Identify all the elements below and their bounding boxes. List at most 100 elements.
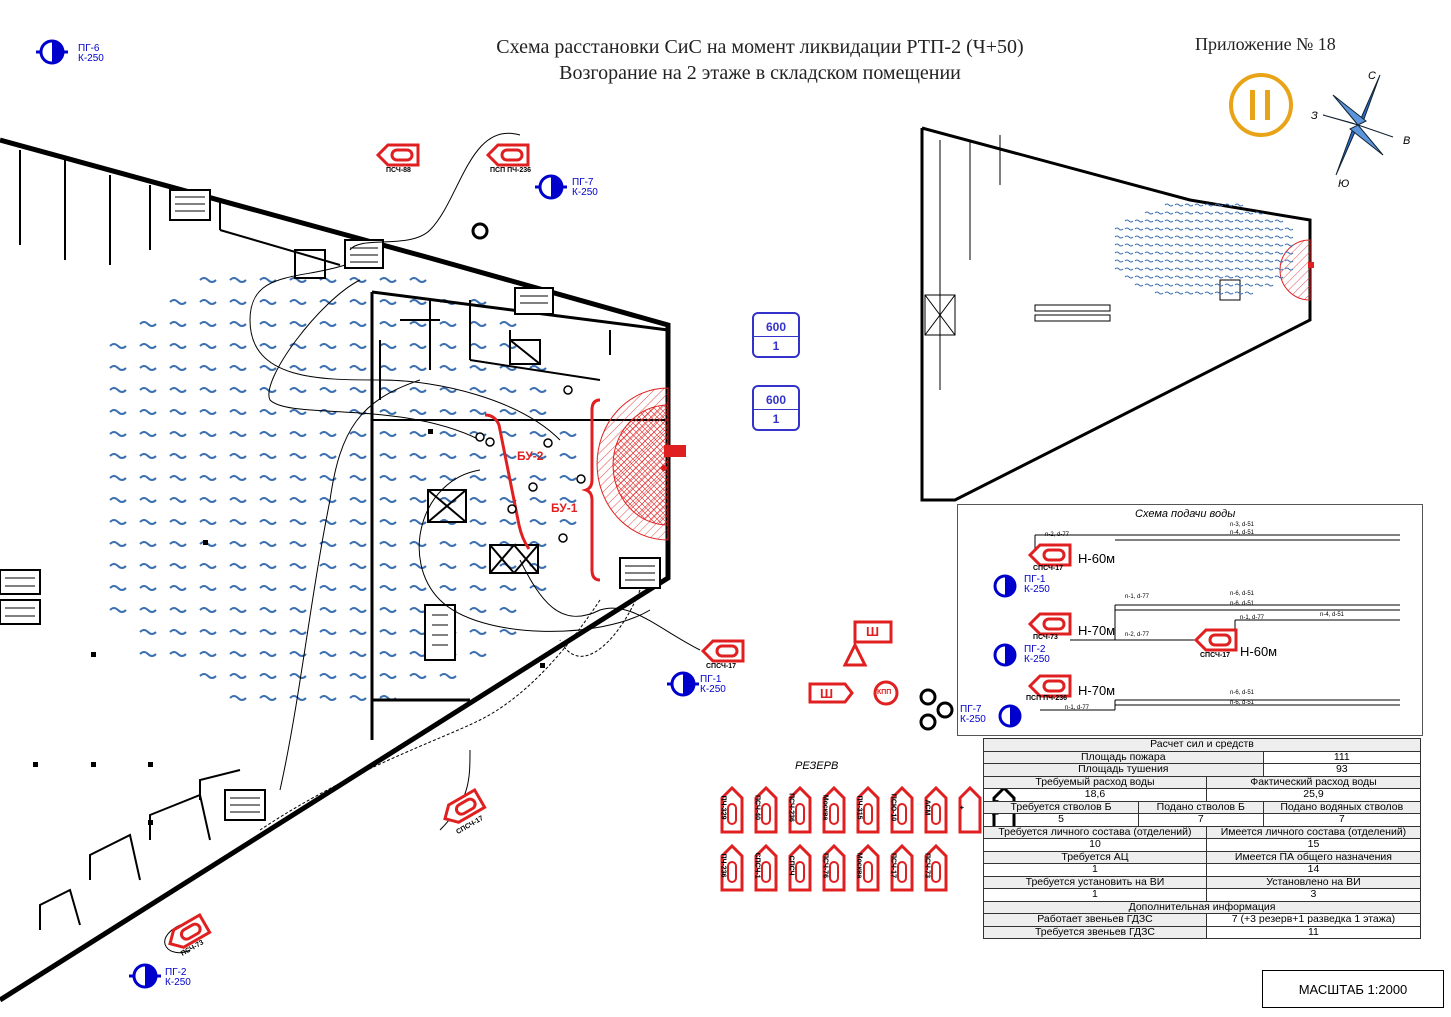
mini-water-wave — [1204, 219, 1214, 223]
water-wave — [139, 519, 157, 525]
mini-water-wave — [1274, 267, 1284, 271]
water-wave — [229, 431, 247, 437]
req-ac-value: 1 — [983, 863, 1207, 877]
ext-area-value: 93 — [1262, 763, 1422, 777]
gdzs-req-value: 11 — [1205, 925, 1422, 939]
water-wave — [379, 585, 397, 591]
mini-water-wave — [1204, 251, 1214, 255]
mini-water-wave — [1264, 219, 1274, 223]
water-wave — [109, 607, 127, 613]
reserve-vehicle-label: ПЧ-329 — [719, 795, 727, 820]
ws-line-7: n-2, d-77 — [1125, 632, 1150, 638]
mini-water-wave — [1244, 227, 1254, 231]
water-wave — [139, 409, 157, 415]
mini-water-wave — [1154, 251, 1164, 255]
water-wave — [319, 343, 337, 349]
mini-water-wave — [1204, 283, 1214, 287]
mini-water-wave — [1284, 267, 1294, 271]
water-wave — [289, 299, 307, 305]
water-wave — [229, 475, 247, 481]
compass-west: З — [1311, 110, 1318, 122]
water-wave — [439, 343, 457, 349]
mini-water-wave — [1184, 251, 1194, 255]
ws-line-9: n-4, d-51 — [1320, 612, 1345, 618]
mini-water-wave — [1204, 227, 1214, 231]
reserve-vehicle-tank — [829, 803, 839, 825]
mini-water-wave — [1234, 267, 1244, 271]
water-wave — [379, 563, 397, 569]
mini-water-wave — [1224, 267, 1234, 271]
ws-line-12: n-1, d-77 — [1065, 705, 1090, 711]
water-wave — [349, 607, 367, 613]
mini-water-wave — [1194, 251, 1204, 255]
water-wave — [169, 651, 187, 657]
water-wave — [409, 607, 427, 613]
water-wave — [199, 453, 217, 459]
reserve-vehicle-tank — [897, 861, 907, 883]
mini-water-wave — [1244, 267, 1254, 271]
mini-water-wave — [1144, 243, 1154, 247]
mini-water-wave — [1114, 251, 1124, 255]
mini-water-wave — [1164, 203, 1174, 207]
mini-water-wave — [1194, 211, 1204, 215]
mini-water-wave — [1274, 275, 1284, 279]
water-wave — [319, 497, 337, 503]
head-label-3: Н-70м — [1078, 683, 1116, 698]
water-wave — [379, 497, 397, 503]
water-wave — [349, 519, 367, 525]
ws-line-6: n-1, d-77 — [1125, 594, 1150, 600]
mini-water-wave — [1264, 259, 1274, 263]
mini-water-wave — [1274, 243, 1284, 247]
mini-water-wave — [1174, 219, 1184, 223]
mini-water-wave — [1284, 251, 1294, 255]
water-wave — [199, 475, 217, 481]
mini-water-wave — [1174, 291, 1184, 295]
scale-label: МАСШТАБ 1:2000 — [1262, 970, 1444, 1008]
mini-water-wave — [1164, 267, 1174, 271]
water-wave — [409, 409, 427, 415]
water-wave — [139, 563, 157, 569]
reserve-vehicle-shape — [856, 785, 880, 834]
mini-water-wave — [1124, 259, 1134, 263]
water-wave — [259, 607, 277, 613]
reserve-vehicle-label: СПСЧ-1 — [753, 852, 761, 879]
water-wave — [139, 541, 157, 547]
water-wave — [499, 629, 517, 635]
sh-symbol-1: Ш — [866, 624, 880, 639]
water-wave — [319, 585, 337, 591]
mini-water-wave — [1224, 211, 1234, 215]
water-wave — [469, 585, 487, 591]
reserve-row2-vehicles — [720, 843, 948, 892]
water-wave — [199, 629, 217, 635]
mini-water-wave — [1114, 259, 1124, 263]
water-wave — [499, 585, 517, 591]
water-wave — [499, 321, 517, 327]
water-wave — [379, 299, 397, 305]
water-wave — [379, 409, 397, 415]
mini-water-wave — [1264, 251, 1274, 255]
mini-water-wave — [1134, 283, 1144, 287]
reserve-vehicle-label: СПСЧ — [787, 855, 795, 876]
water-wave — [439, 453, 457, 459]
mini-water-wave — [1174, 203, 1184, 207]
reserve-vehicle-label: ПСЧ-40 — [753, 795, 761, 820]
water-wave — [229, 673, 247, 679]
reserve-vehicle-label: ПЧ-315 — [855, 795, 863, 820]
water-wave — [439, 541, 457, 547]
water-wave — [409, 431, 427, 437]
water-wave — [259, 365, 277, 371]
water-wave — [409, 387, 427, 393]
mini-water-wave — [1144, 235, 1154, 239]
water-wave — [259, 299, 277, 305]
ws-line-3: n-2, d-77 — [1045, 532, 1070, 538]
water-wave — [409, 673, 427, 679]
mini-water-wave — [1224, 259, 1234, 263]
water-wave — [259, 673, 277, 679]
water-wave — [289, 519, 307, 525]
mini-water-wave — [1244, 259, 1254, 263]
water-wave — [349, 299, 367, 305]
mini-water-wave — [1254, 235, 1264, 239]
water-wave — [349, 365, 367, 371]
hydrant-markers — [36, 39, 699, 989]
